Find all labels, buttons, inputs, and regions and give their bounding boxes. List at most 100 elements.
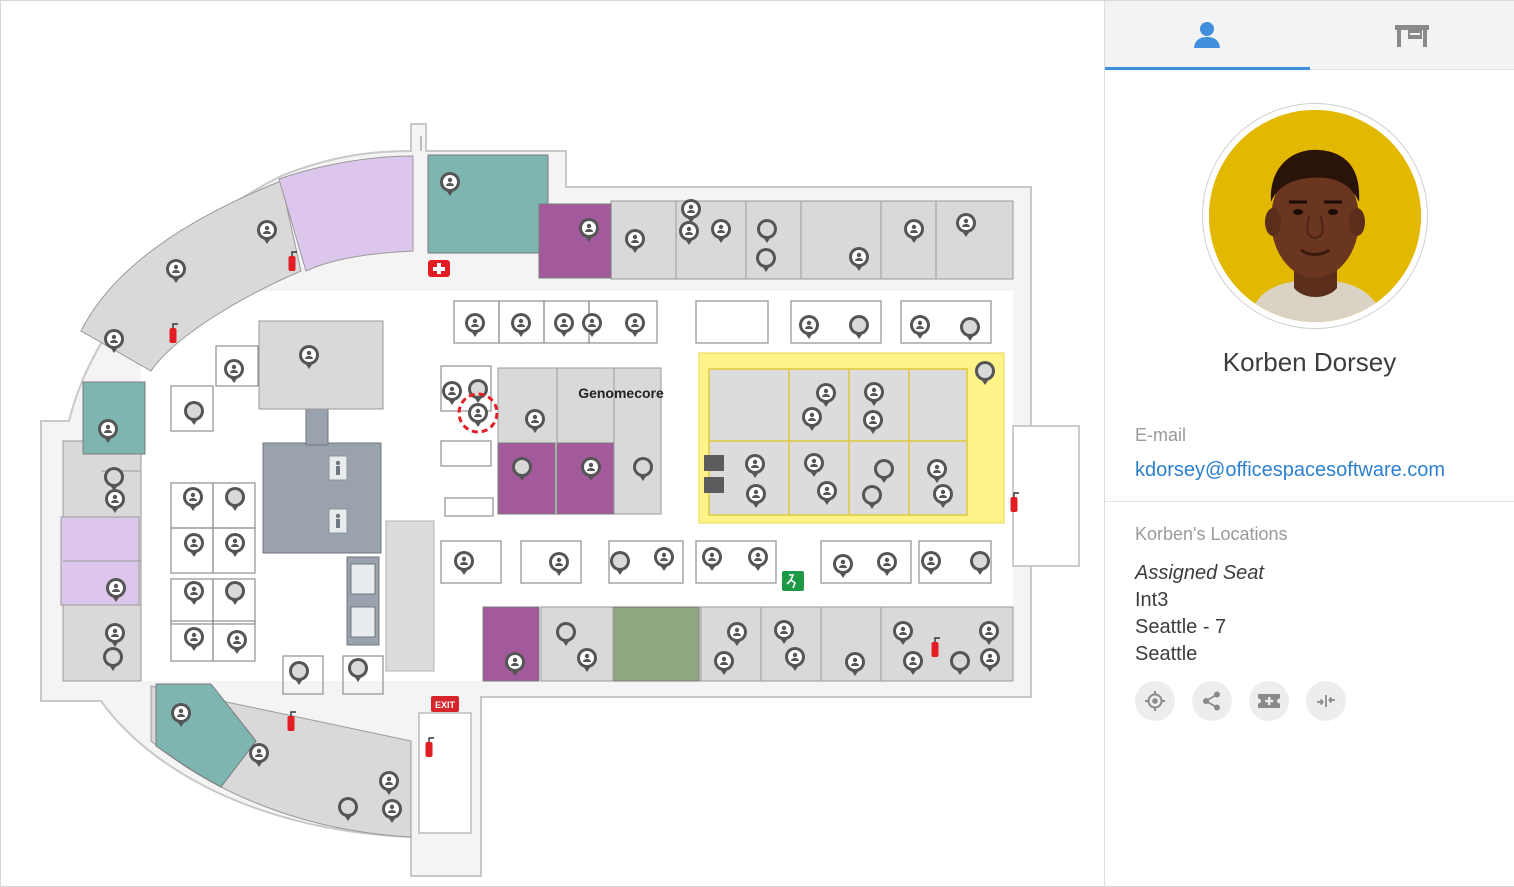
seat-pin-icon[interactable] <box>440 172 460 196</box>
seat-pin-icon[interactable] <box>756 248 776 272</box>
seat-pin-icon[interactable] <box>757 219 777 243</box>
seat-pin-icon[interactable] <box>106 578 126 602</box>
seat-pin-icon[interactable] <box>454 551 474 575</box>
seat-pin-icon[interactable] <box>714 651 734 675</box>
seat-pin-icon[interactable] <box>849 315 869 339</box>
tab-person[interactable] <box>1105 1 1310 70</box>
seat-pin-icon[interactable] <box>549 552 569 576</box>
seat-pin-icon[interactable] <box>556 622 576 646</box>
seat-pin-icon[interactable] <box>468 403 488 427</box>
seat-pin-icon[interactable] <box>171 703 191 727</box>
seat-pin-icon[interactable] <box>711 219 731 243</box>
seat-pin-icon[interactable] <box>845 652 865 676</box>
seat-pin-icon[interactable] <box>104 329 124 353</box>
seat-pin-icon[interactable] <box>257 220 277 244</box>
seat-pin-icon[interactable] <box>864 382 884 406</box>
seat-pin-icon[interactable] <box>625 229 645 253</box>
seat-pin-icon[interactable] <box>702 547 722 571</box>
seat-pin-icon[interactable] <box>442 381 462 405</box>
seat-pin-icon[interactable] <box>877 552 897 576</box>
seat-pin-icon[interactable] <box>874 459 894 483</box>
seat-pin-icon[interactable] <box>525 409 545 433</box>
seat-pin-icon[interactable] <box>980 648 1000 672</box>
seat-pin-icon[interactable] <box>183 487 203 511</box>
seat-pin-icon[interactable] <box>105 623 125 647</box>
seat-pin-icon[interactable] <box>184 627 204 651</box>
floor-plan[interactable]: Genomecore EXIT <box>1 1 1103 886</box>
email-link[interactable]: kdorsey@officespacesoftware.com <box>1135 459 1446 481</box>
seat-pin-icon[interactable] <box>577 648 597 672</box>
share-button[interactable] <box>1192 681 1232 721</box>
seat-pin-icon[interactable] <box>927 459 947 483</box>
seat-pin-icon[interactable] <box>863 410 883 434</box>
seat-pin-icon[interactable] <box>610 551 630 575</box>
seat-pin-icon[interactable] <box>184 401 204 425</box>
seat-pin-icon[interactable] <box>862 485 882 509</box>
seat-pin-icon[interactable] <box>465 313 485 337</box>
floor-plan-map[interactable]: Genomecore EXIT <box>1 1 1103 886</box>
seat-pin-icon[interactable] <box>979 621 999 645</box>
seat-pin-icon[interactable] <box>98 419 118 443</box>
seat-pin-icon[interactable] <box>904 219 924 243</box>
seat-pin-icon[interactable] <box>727 622 747 646</box>
seat-pin-icon[interactable] <box>225 533 245 557</box>
seat-pin-icon[interactable] <box>103 647 123 671</box>
seat-pin-icon[interactable] <box>849 247 869 271</box>
seat-pin-icon[interactable] <box>802 407 822 431</box>
seat-pin-icon[interactable] <box>816 383 836 407</box>
seat-pin-icon[interactable] <box>745 454 765 478</box>
seat-pin-icon[interactable] <box>511 313 531 337</box>
seat-pin-icon[interactable] <box>654 547 674 571</box>
fire-extinguishers <box>169 251 1019 757</box>
seat-pin-icon[interactable] <box>184 581 204 605</box>
tab-desk[interactable] <box>1310 1 1514 69</box>
seat-pin-icon[interactable] <box>956 213 976 237</box>
seat-pin-icon[interactable] <box>166 259 186 283</box>
seat-pin-icon[interactable] <box>950 651 970 675</box>
seat-pin-icon[interactable] <box>970 551 990 575</box>
book-button[interactable] <box>1249 681 1289 721</box>
seat-pin-icon[interactable] <box>748 547 768 571</box>
seat-pin-icon[interactable] <box>960 317 980 341</box>
seat-pin-icon[interactable] <box>679 221 699 245</box>
seat-pin-icon[interactable] <box>512 457 532 481</box>
seat-pin-icon[interactable] <box>625 313 645 337</box>
seat-pin-icon[interactable] <box>581 457 601 481</box>
seat-pin-icon[interactable] <box>105 489 125 513</box>
seat-pin-icon[interactable] <box>104 467 124 491</box>
seat-pin-icon[interactable] <box>379 771 399 795</box>
seat-pin-icon[interactable] <box>582 313 602 337</box>
seat-pin-icon[interactable] <box>774 620 794 644</box>
seat-pin-icon[interactable] <box>633 457 653 481</box>
seat-pin-icon[interactable] <box>579 218 599 242</box>
seat-pin-icon[interactable] <box>227 630 247 654</box>
seat-pin-icon[interactable] <box>681 199 701 223</box>
seat-pin-icon[interactable] <box>299 345 319 369</box>
seat-pin-icon[interactable] <box>554 313 574 337</box>
seat-pin-icon[interactable] <box>933 484 953 508</box>
seat-pin-icon[interactable] <box>338 797 358 821</box>
collapse-button[interactable] <box>1306 681 1346 721</box>
seat-pin-icon[interactable] <box>893 621 913 645</box>
seat-pin-icon[interactable] <box>505 652 525 676</box>
seat-pin-icon[interactable] <box>225 487 245 511</box>
locate-button[interactable] <box>1135 681 1175 721</box>
seat-pin-icon[interactable] <box>184 533 204 557</box>
exit-sign-text: EXIT <box>435 700 456 710</box>
seat-pin-icon[interactable] <box>975 361 995 385</box>
seat-pin-icon[interactable] <box>817 481 837 505</box>
seat-pin-icon[interactable] <box>382 799 402 823</box>
seat-pin-icon[interactable] <box>746 484 766 508</box>
seat-pin-icon[interactable] <box>833 554 853 578</box>
seat-pin-icon[interactable] <box>224 359 244 383</box>
seat-pin-icon[interactable] <box>289 661 309 685</box>
seat-pin-icon[interactable] <box>785 647 805 671</box>
seat-pin-icon[interactable] <box>799 315 819 339</box>
seat-pin-icon[interactable] <box>225 581 245 605</box>
seat-pin-icon[interactable] <box>921 551 941 575</box>
seat-pin-icon[interactable] <box>804 453 824 477</box>
seat-pin-icon[interactable] <box>903 651 923 675</box>
seat-pin-icon[interactable] <box>910 315 930 339</box>
seat-pin-icon[interactable] <box>249 743 269 767</box>
seat-pin-icon[interactable] <box>348 658 368 682</box>
